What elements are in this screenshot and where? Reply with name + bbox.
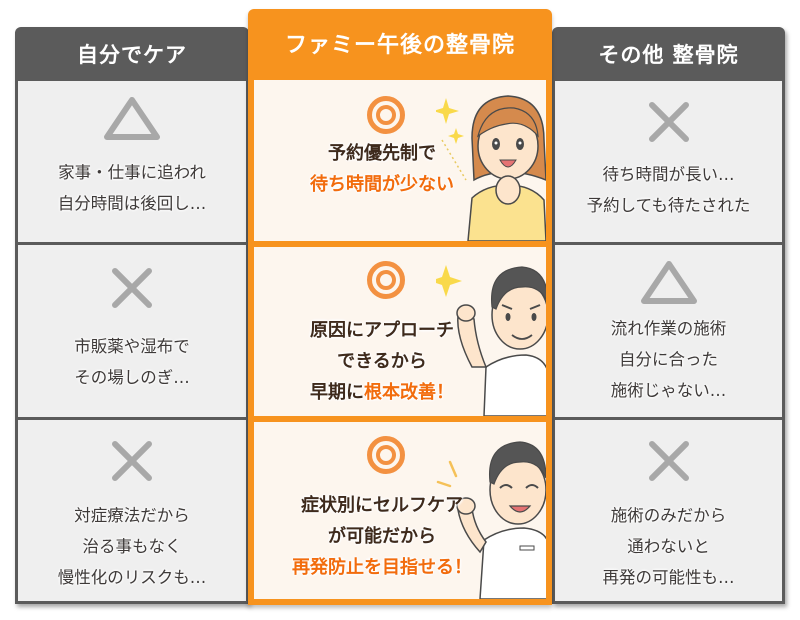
famy-row-2-text: 原因にアプローチ できるから 早期に根本改善！ [266, 315, 498, 408]
cross-icon [648, 441, 689, 481]
man-smiling-illustration [436, 441, 546, 599]
famy-row-2: 原因にアプローチ できるから 早期に根本改善！ [254, 247, 546, 416]
text-line: 原因にアプローチ [310, 320, 454, 341]
text-prefix: 早期に [310, 382, 364, 403]
text-line: 再発の可能性も… [602, 568, 735, 587]
other-clinic-row-1-text: 待ち時間が長い… 予約しても待たされた [587, 159, 751, 221]
text-line: 予約しても待たされた [586, 196, 751, 215]
other-clinic-row-2-text: 流れ作業の施術 自分に合った 施術じゃない… [611, 313, 727, 406]
text-line: 通わないと [627, 537, 710, 556]
text-line: 施術じゃない… [610, 381, 727, 400]
text-line: 予約優先制で [328, 143, 436, 164]
text-line: できるから [337, 351, 427, 372]
famy-row-1-text: 予約優先制で 待ち時間が少ない [266, 138, 498, 200]
triangle-icon [104, 97, 160, 140]
self-care-header: 自分でケア [77, 42, 187, 67]
cross-icon [112, 441, 152, 481]
other-clinic-row-3: 施術のみだから 通わないと 再発の可能性も… [555, 420, 782, 601]
cross-icon [112, 268, 152, 308]
double-circle-icon [367, 261, 405, 299]
self-care-row-3-text: 対症療法だから 治る事もなく 慢性化のリスクも… [58, 500, 207, 593]
other-clinic-row-2: 流れ作業の施術 自分に合った 施術じゃない… [555, 245, 782, 417]
text-line: 流れ作業の施術 [610, 319, 727, 338]
text-line: 早期に根本改善！ [266, 377, 498, 408]
other-clinic-row-3-text: 施術のみだから 通わないと 再発の可能性も… [603, 500, 735, 593]
text-line: が可能だから [328, 526, 436, 547]
triangle-icon [640, 261, 697, 304]
other-clinic-column: その他 整骨院 待ち時間が長い… 予約しても待たされた 流れ作業の施術 自分に合… [552, 27, 785, 604]
text-line: 家事・仕事に追われ [58, 163, 206, 182]
cross-icon [648, 102, 689, 142]
text-line: その場しのぎ… [74, 368, 190, 387]
highlight-text: 待ち時間が少ない [310, 174, 454, 195]
text-line: 慢性化のリスクも… [57, 568, 207, 587]
highlight-text: 根本改善！ [364, 382, 454, 403]
highlight-text: 再発防止を目指せる！ [292, 557, 472, 578]
self-care-row-1: 家事・仕事に追われ 自分時間は後回し… [18, 81, 246, 242]
other-clinic-header: その他 整骨院 [598, 42, 739, 67]
self-care-row-3: 対症療法だから 治る事もなく 慢性化のリスクも… [18, 420, 246, 601]
man-confident-illustration [436, 265, 546, 416]
other-clinic-row-1: 待ち時間が長い… 予約しても待たされた [555, 81, 782, 242]
famy-row-3-text: 症状別にセルフケア が可能だから 再発防止を目指せる！ [266, 490, 498, 583]
text-line: 対症療法だから [74, 506, 190, 525]
self-care-row-1-text: 家事・仕事に追われ 自分時間は後回し… [58, 157, 207, 219]
text-line: 待ち時間が長い… [602, 165, 735, 184]
famy-row-3: 症状別にセルフケア が可能だから 再発防止を目指せる！ [254, 422, 546, 599]
woman-happy-illustration [436, 95, 546, 241]
text-line: 施術のみだから [610, 506, 727, 525]
text-line: 治る事もなく [82, 537, 182, 556]
double-circle-icon [367, 436, 405, 474]
text-line: 自分に合った [619, 350, 718, 369]
text-line: 市販薬や湿布で [74, 337, 190, 356]
self-care-column: 自分でケア 家事・仕事に追われ 自分時間は後回し… 市販薬や湿布で その場しのぎ… [15, 27, 249, 604]
famy-column: ファミー午後の整骨院 予約優先 [248, 9, 552, 605]
self-care-row-2-text: 市販薬や湿布で その場しのぎ… [74, 331, 190, 393]
famy-row-1: 予約優先制で 待ち時間が少ない [254, 80, 546, 241]
famy-header: ファミー午後の整骨院 [284, 32, 515, 58]
double-circle-icon [367, 96, 405, 134]
self-care-row-2: 市販薬や湿布で その場しのぎ… [18, 245, 246, 417]
text-line: 症状別にセルフケア [301, 495, 463, 516]
text-line: 自分時間は後回し… [57, 194, 207, 213]
